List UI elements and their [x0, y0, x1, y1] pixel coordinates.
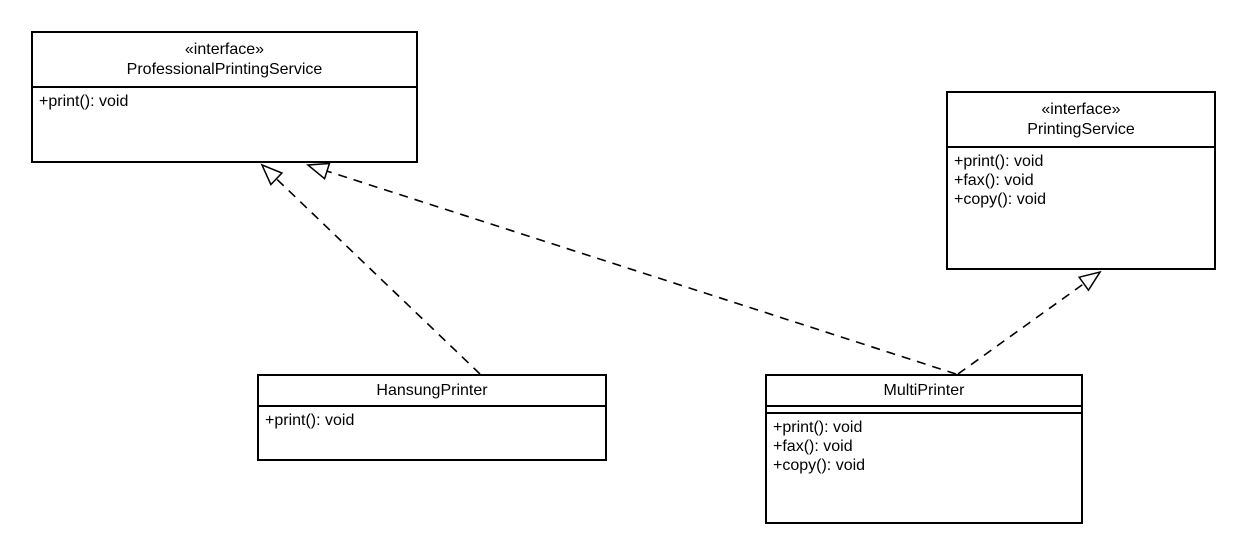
method-label: +print(): void: [773, 419, 863, 436]
class-name: PrintingService: [1027, 120, 1135, 138]
class-header: HansungPrinter: [259, 376, 605, 407]
class-stereotype: «interface»: [1041, 100, 1121, 118]
empty-attributes-compartment: [767, 407, 1081, 414]
class-box-multi-printer[interactable]: MultiPrinter +print(): void+fax(): void+…: [765, 374, 1083, 524]
class-name: MultiPrinter: [883, 381, 965, 399]
realization-connector: [957, 284, 1084, 375]
methods-compartment: +print(): void +fax(): void +copy(): void: [948, 148, 1214, 213]
class-box-hansung-printer[interactable]: HansungPrinter +print(): void: [257, 374, 607, 461]
method-label: +copy(): void: [954, 191, 1047, 208]
class-header: MultiPrinter: [767, 376, 1081, 407]
method-label: +fax(): void: [954, 172, 1034, 189]
class-header: «interface» ProfessionalPrintingService: [33, 33, 416, 88]
method-label: +print(): void: [39, 93, 129, 110]
class-stereotype: «interface»: [184, 40, 265, 58]
realization-connector: [276, 179, 481, 375]
methods-compartment: +print(): void: [33, 88, 416, 115]
methods-compartment: +print(): void: [259, 407, 605, 434]
method-label: +print(): void: [954, 153, 1044, 170]
class-name: HansungPrinter: [376, 381, 488, 399]
methods-compartment: +print(): void +fax(): void +copy(): void: [767, 414, 1081, 479]
method-label: +fax(): void: [773, 438, 853, 455]
realization-connector: [327, 171, 957, 375]
class-name: ProfessionalPrintingService: [126, 60, 323, 78]
class-header: «interface» PrintingService: [948, 93, 1214, 148]
method-label: +print(): void: [265, 412, 355, 429]
class-box-professional-printing-service[interactable]: «interface» ProfessionalPrintingService …: [31, 31, 418, 163]
method-label: +copy(): void: [773, 457, 866, 474]
class-box-printing-service[interactable]: «interface» PrintingService +print(): vo…: [946, 91, 1216, 270]
